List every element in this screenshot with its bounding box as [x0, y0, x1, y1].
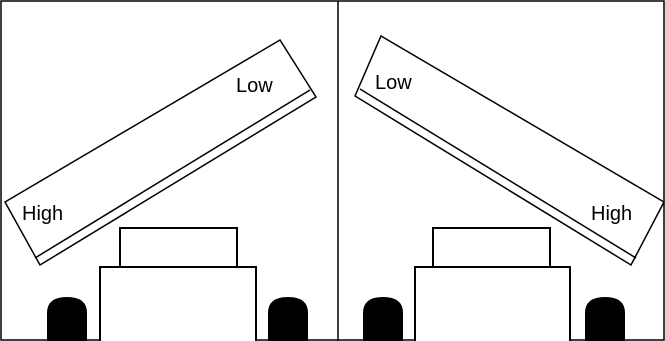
right-inner-knob — [585, 297, 625, 341]
left-device-top — [119, 227, 238, 269]
left-bar-rail — [34, 89, 311, 259]
right-high-label: High — [591, 203, 632, 225]
left-tilted-bar: Low High — [3, 38, 318, 267]
right-bar-rail — [359, 88, 637, 259]
right-panel: Low High — [354, 34, 665, 341]
right-device-body — [414, 227, 571, 341]
left-inner-knob — [268, 297, 308, 341]
right-bar-outline — [354, 34, 665, 267]
right-outer-knob — [363, 297, 403, 341]
right-tilted-bar: Low High — [354, 34, 665, 267]
right-device-base — [414, 266, 571, 341]
right-device-top — [432, 227, 551, 269]
left-bar-outline — [3, 38, 318, 267]
right-low-label: Low — [375, 72, 412, 94]
left-high-label: High — [22, 203, 63, 225]
left-device-base — [99, 266, 257, 341]
left-outer-knob — [47, 297, 87, 341]
left-panel: Low High — [3, 38, 318, 341]
left-low-label: Low — [236, 75, 273, 97]
left-device-body — [99, 227, 257, 341]
